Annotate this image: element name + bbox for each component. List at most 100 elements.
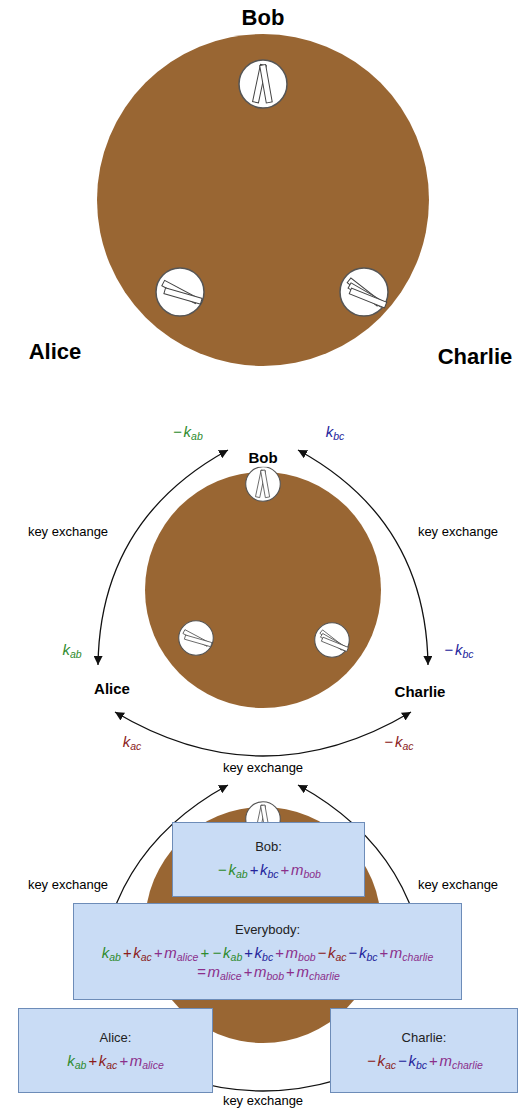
term-letter: m xyxy=(390,944,403,961)
term-subscript: charlie xyxy=(452,1059,483,1071)
formula-operator: + xyxy=(280,861,289,878)
arrow-label: key exchange xyxy=(416,878,500,892)
formula-operator: + xyxy=(379,944,388,961)
formula-term: malice xyxy=(130,1052,164,1069)
term-subscript: ab xyxy=(109,951,121,963)
key-label: kac xyxy=(121,734,144,751)
key-exchange-panel xyxy=(98,450,428,756)
formula-term: mcharlie xyxy=(390,944,433,961)
term-subscript: ac xyxy=(335,951,346,963)
table-panel xyxy=(97,34,429,366)
term-subscript: ac xyxy=(130,740,141,752)
term-letter: m xyxy=(296,963,309,980)
term-letter: m xyxy=(291,861,304,878)
formula-term: kac xyxy=(378,1052,397,1069)
formula-term: kbc xyxy=(455,641,474,658)
formula-line: −kac xyxy=(383,734,414,751)
formula-operator: + xyxy=(286,963,295,980)
term-letter: k xyxy=(328,944,336,961)
formula-term: kac xyxy=(99,1052,118,1069)
plate xyxy=(340,268,388,316)
key-label: kab xyxy=(60,642,83,659)
term-letter: k xyxy=(223,944,231,961)
term-letter: k xyxy=(359,944,367,961)
sum-formula: −kab+kbc+mbob xyxy=(216,861,321,880)
term-subscript: bc xyxy=(416,1059,427,1071)
person-name: Bob xyxy=(246,450,279,467)
formula-term: kab xyxy=(184,423,203,440)
box-heading: Everybody: xyxy=(235,922,300,938)
formula-operator: + xyxy=(123,944,132,961)
formula-term: kac xyxy=(328,944,347,961)
term-letter: m xyxy=(254,963,267,980)
key-label: kbc xyxy=(324,424,347,441)
formula-operator: − xyxy=(317,944,326,961)
term-subscript: alice xyxy=(220,970,242,982)
formula-term: malice xyxy=(164,944,198,961)
table xyxy=(97,34,429,366)
formula-operator: − xyxy=(348,944,357,961)
term-subscript: ab xyxy=(191,430,203,442)
formula-term: kbc xyxy=(260,861,279,878)
formula-term: kac xyxy=(123,733,142,750)
term-letter: k xyxy=(255,944,263,961)
term-subscript: bob xyxy=(303,868,321,880)
term-letter: m xyxy=(208,963,221,980)
term-subscript: ac xyxy=(106,1059,117,1071)
formula-term: mcharlie xyxy=(439,1052,482,1069)
formula-operator: + xyxy=(119,1052,128,1069)
formula-term: kbc xyxy=(408,1052,427,1069)
person-sum-box: Alice: kab+kac+malice xyxy=(18,1008,213,1093)
term-subscript: bc xyxy=(366,951,377,963)
box-heading: Alice: xyxy=(100,1030,132,1046)
sum-formula: kab+kac+malice+−kab+kbc+mbob−kac−kbc+mch… xyxy=(102,944,434,982)
formula-operator: − xyxy=(398,1052,407,1069)
formula-operator: + xyxy=(249,861,258,878)
term-letter: k xyxy=(228,861,236,878)
formula-line: kab+kac+malice+−kab+kbc+mbob−kac−kbc+mch… xyxy=(102,944,434,963)
term-subscript: ab xyxy=(75,1059,87,1071)
person-sum-box: Bob:−kab+kbc+mbob xyxy=(172,822,365,897)
formula-operator: + xyxy=(243,963,252,980)
term-letter: k xyxy=(408,1052,416,1069)
term-subscript: ac xyxy=(402,740,413,752)
formula-operator: − xyxy=(367,1052,376,1069)
formula-term: kbc xyxy=(359,944,378,961)
box-heading: Charlie: xyxy=(402,1030,447,1046)
term-subscript: bc xyxy=(462,648,473,660)
formula-operator: − xyxy=(444,641,453,658)
sum-formula: kab+kac+malice xyxy=(67,1052,164,1071)
formula-line: −kab+kbc+mbob xyxy=(216,861,321,880)
term-subscript: ab xyxy=(70,648,82,660)
term-letter: k xyxy=(378,1052,386,1069)
term-subscript: bob xyxy=(267,970,285,982)
formula-operator: + xyxy=(429,1052,438,1069)
formula-term: malice xyxy=(208,963,242,980)
formula-term: kbc xyxy=(255,944,274,961)
term-subscript: bc xyxy=(267,868,278,880)
formula-term: mbob xyxy=(286,944,316,961)
key-label: −kab xyxy=(169,424,205,441)
formula-term: mbob xyxy=(291,861,321,878)
arrow-label: key exchange xyxy=(221,761,305,775)
formula-operator: + xyxy=(275,944,284,961)
key-label: −kac xyxy=(381,734,416,751)
formula-operator: − xyxy=(384,733,393,750)
formula-term: kac xyxy=(133,944,152,961)
formula-line: kab xyxy=(62,642,81,659)
formula-term: kab xyxy=(102,944,121,961)
formula-operator: + xyxy=(88,1052,97,1069)
term-letter: k xyxy=(395,733,403,750)
formula-line: kab+kac+malice xyxy=(67,1052,164,1071)
plate xyxy=(239,60,287,108)
formula-operator: − xyxy=(212,944,221,961)
term-letter: k xyxy=(62,641,70,658)
term-letter: k xyxy=(326,423,334,440)
person-name: Charlie xyxy=(436,345,515,369)
formula-term: kab xyxy=(228,861,247,878)
formula-line: kbc xyxy=(326,424,345,441)
formula-line: −kac−kbc+mcharlie xyxy=(365,1052,483,1071)
term-subscript: bc xyxy=(262,951,273,963)
term-subscript: ac xyxy=(385,1059,396,1071)
formula-line: kac xyxy=(123,734,142,751)
